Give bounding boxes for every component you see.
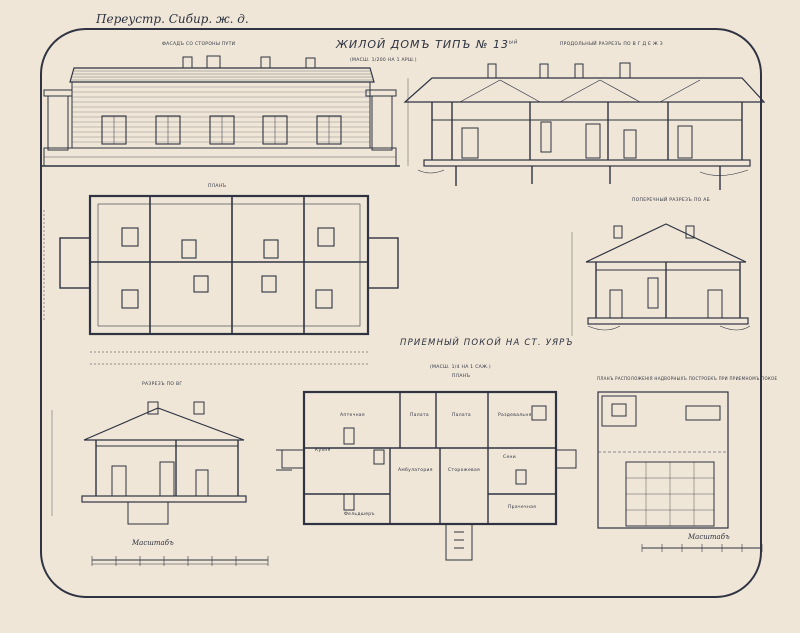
- room-label: Аптечная: [340, 413, 365, 418]
- room-label: Амбулатория: [398, 468, 433, 473]
- room-label: Фельдшеръ: [344, 512, 375, 517]
- scale-bar-left: [91, 556, 269, 566]
- room-label: Кухня: [315, 448, 331, 453]
- hospital-floor-plan: [281, 390, 577, 561]
- caption-plan2-scale: (МАСШ. 1/4 НА 1 САЖ.): [430, 365, 491, 370]
- facade-elevation: [40, 55, 400, 167]
- scale-bar-right: [641, 544, 763, 552]
- cross-section-ab: [571, 223, 751, 336]
- caption-facade: ФАСАДЪ СО СТОРОНЫ ПУТИ: [162, 42, 236, 47]
- caption-facade-scale: (МАСШ. 1/200 НА 1 АРШ.): [350, 58, 417, 63]
- caption-site-plan: ПЛАНЪ РАСПОЛОЖЕНІЯ НАДВОРНЫХЪ ПОСТРОЕКЪ …: [597, 376, 778, 381]
- caption-section-vg: РАЗРЕЗЪ ПО ВГ: [142, 382, 183, 387]
- room-label: Палата: [410, 413, 429, 418]
- room-label: Сторожевая: [448, 468, 481, 473]
- room-label: Раздевальня: [498, 413, 532, 418]
- caption-cross-section: ПОПЕРЕЧНЫЙ РАЗРЕЗЪ ПО АБ: [632, 198, 710, 203]
- site-plan: [597, 391, 729, 529]
- room-label: Сени: [503, 455, 516, 460]
- drawing-frame: [40, 28, 762, 598]
- scale-label-right: Масштабъ: [688, 533, 730, 541]
- room-label: Прачечная: [508, 505, 537, 510]
- main-title: ЖИЛОЙ ДОМЪ ТИПЪ № 13ый: [336, 38, 519, 51]
- scale-label-left: Масштабъ: [132, 539, 174, 547]
- caption-long-section: ПРОДОЛЬНЫЙ РАЗРЕЗЪ ПО В Г Д Е Ж З: [560, 42, 663, 47]
- room-label: Палата: [452, 413, 471, 418]
- section-vg: [51, 401, 292, 525]
- caption-plan2: ПЛАНЪ: [452, 374, 471, 379]
- longitudinal-section: [403, 62, 766, 190]
- main-floor-plan: [43, 194, 399, 365]
- caption-plan: ПЛАНЪ: [208, 184, 227, 189]
- sheet-subtitle: ПРИЕМНЫЙ ПОКОЙ НА СТ. УЯРЪ: [400, 338, 574, 348]
- sheet-header: Переустр. Сибир. ж. д.: [96, 12, 249, 26]
